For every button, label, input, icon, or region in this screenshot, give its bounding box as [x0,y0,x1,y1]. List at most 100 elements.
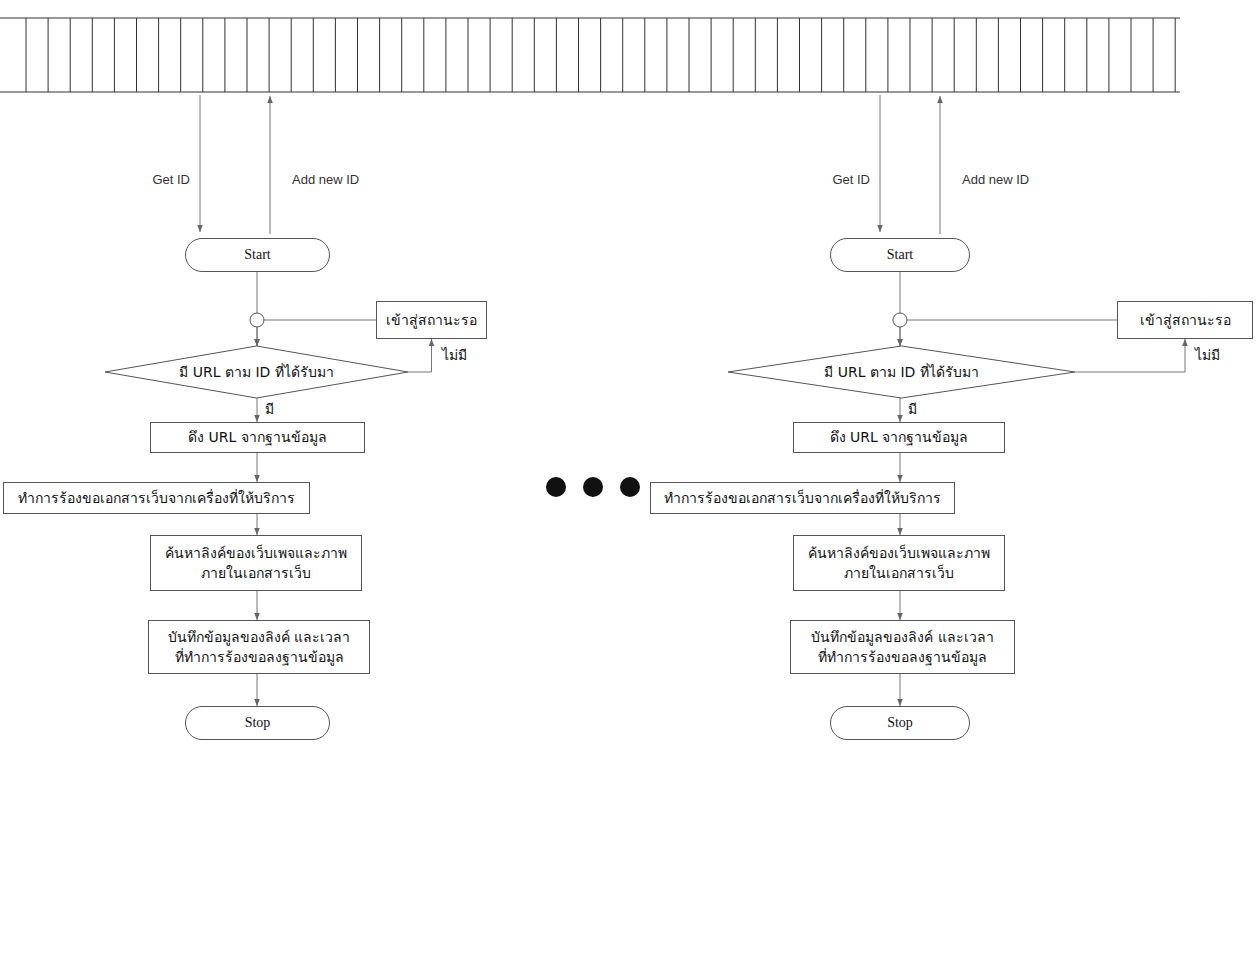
queue-cell [976,18,977,92]
process-box: ค้นหาลิงค์ของเว็บเพจและภาพ ภายในเอกสารเว… [150,535,362,591]
queue-cell [92,18,93,92]
queue-top [0,18,1180,19]
flow-connector [900,320,1117,346]
queue-cell [932,18,933,92]
queue-cell [1108,18,1109,92]
queue-cell [733,18,734,92]
flow-connector [900,514,901,535]
queue-cell [70,18,71,92]
add-id-arrow [270,96,271,234]
node-text: ค้นหาลิงค์ของเว็บเพจและภาพ ภายในเอกสารเว… [802,543,996,584]
merge-connector [893,313,907,327]
queue-cell [600,18,601,92]
arrow-label: Get ID [790,172,870,188]
decision-diamond: มี URL ตาม ID ที่ได้รับมา [728,346,1075,398]
queue-cell [48,18,49,92]
queue-cell [644,18,645,92]
queue-cell [224,18,225,92]
node-text: ทำการร้องขอเอกสารเว็บจากเครื่องที่ให้บริ… [18,488,295,508]
process-box: เข้าสู่สถานะรอ [1117,301,1253,339]
node-text: ค้นหาลิงค์ของเว็บเพจและภาพ ภายในเอกสารเว… [159,543,353,584]
queue-cell [1042,18,1043,92]
queue-cell [666,18,667,92]
queue-cell [1131,18,1132,92]
queue-cell [1175,18,1176,92]
ellipsis-dot [583,477,603,497]
queue-bottom [0,92,1180,93]
node-text: Start [244,245,270,265]
arrow-label: Add new ID [962,172,1062,188]
flow-connector [1075,339,1185,372]
arrow-label: Add new ID [292,172,392,188]
queue-cell [711,18,712,92]
queue-cell [26,18,27,92]
node-text: บันทึกข้อมูลของลิงค์ และเวลาที่ทำการร้อง… [799,627,1006,668]
terminal-pill: Start [830,238,970,272]
queue-cell [1064,18,1065,92]
add-id-arrow [940,96,941,234]
edge-label: มี [906,400,919,418]
queue-cell [158,18,159,92]
queue-cell [689,18,690,92]
node-text: Stop [887,713,913,733]
queue-cell [578,18,579,92]
flow-connector [257,453,258,482]
node-text: ทำการร้องขอเอกสารเว็บจากเครื่องที่ให้บริ… [664,488,941,508]
process-box: ดึง URL จากฐานข้อมูล [793,422,1005,453]
node-text: ดึง URL จากฐานข้อมูล [188,427,327,447]
queue-cell [622,18,623,92]
queue-cell [114,18,115,92]
queue-cell [1153,18,1154,92]
flow-connector [408,339,432,372]
terminal-pill: Stop [830,706,970,740]
flow-connector [900,398,901,422]
arrow-label: Get ID [110,172,190,188]
queue-cell [821,18,822,92]
terminal-pill: Start [185,238,330,272]
process-box: บันทึกข้อมูลของลิงค์ และเวลาที่ทำการร้อง… [148,620,370,674]
process-box: บันทึกข้อมูลของลิงค์ และเวลาที่ทำการร้อง… [790,620,1015,674]
node-text: มี URL ตาม ID ที่ได้รับมา [179,362,333,382]
queue-cell [136,18,137,92]
flow-connector [257,674,258,706]
queue-cell [401,18,402,92]
queue-cell [180,18,181,92]
queue-cell [843,18,844,92]
queue-cell [379,18,380,92]
queue-cell [357,18,358,92]
queue-cell [910,18,911,92]
queue-cell [490,18,491,92]
queue-cell [777,18,778,92]
ellipsis-dot [546,477,566,497]
queue-cell [1020,18,1021,92]
edge-label: ไม่มี [440,346,469,364]
node-text: มี URL ตาม ID ที่ได้รับมา [824,362,978,382]
queue-cell [291,18,292,92]
queue-cell [865,18,866,92]
decision-diamond: มี URL ตาม ID ที่ได้รับมา [105,346,408,398]
get-id-arrow [880,95,881,232]
queue-cell [887,18,888,92]
node-text: Stop [245,713,271,733]
queue-cell [799,18,800,92]
flow-connector [900,674,901,706]
id-queue [0,18,1180,92]
flow-connector [257,320,376,346]
process-box: ค้นหาลิงค์ของเว็บเพจและภาพ ภายในเอกสารเว… [793,535,1005,591]
queue-cell [445,18,446,92]
queue-cell [423,18,424,92]
flow-connector [257,591,258,620]
queue-cell [247,18,248,92]
queue-cell [998,18,999,92]
edge-label: ไม่มี [1193,346,1222,364]
queue-cell [534,18,535,92]
queue-cell [954,18,955,92]
edge-label: มี [263,400,276,418]
queue-cell [202,18,203,92]
flow-connector [900,591,901,620]
terminal-pill: Stop [185,706,330,740]
process-box: ทำการร้องขอเอกสารเว็บจากเครื่องที่ให้บริ… [3,482,310,514]
queue-cell [269,18,270,92]
flow-connector [900,453,901,482]
